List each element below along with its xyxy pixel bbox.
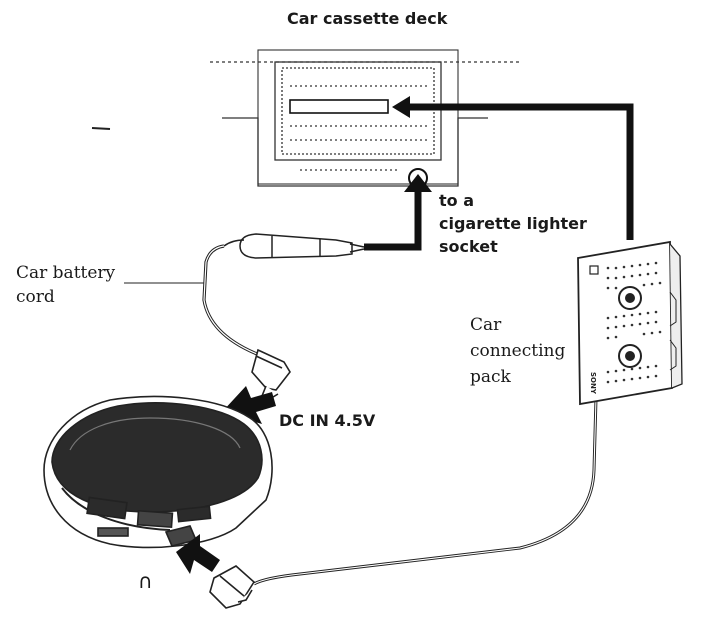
car-connecting-pack: SONY [577, 240, 683, 406]
lighter-label-line1: to a [439, 191, 475, 210]
pack-cable [402, 103, 634, 240]
cd-player [43, 395, 273, 549]
battery-cord-label-line2: cord [16, 287, 55, 307]
dc-in-label: DC IN 4.5V [279, 411, 376, 430]
deck-label: Car cassette deck [287, 9, 448, 28]
headphone-icon: ∩ [138, 569, 153, 593]
car-battery-cord [202, 244, 263, 358]
lighter-label-line3: socket [439, 237, 498, 256]
headphone-cable [253, 397, 598, 586]
lighter-cable [364, 192, 422, 251]
headphone-plug [209, 565, 256, 609]
cigarette-lighter-plug [223, 233, 365, 259]
battery-cord-label-line1: Car battery [16, 263, 116, 283]
car-cassette-deck [210, 49, 520, 187]
arrow-icon [392, 96, 410, 118]
arrow-icon [404, 174, 432, 192]
arrow-icon [176, 534, 220, 574]
pack-label-line3: pack [470, 367, 511, 387]
pack-brand: SONY [589, 372, 597, 395]
stray-mark [91, 127, 111, 130]
pack-label-line1: Car [470, 315, 502, 335]
lighter-label-line2: cigarette lighter [439, 214, 587, 233]
pack-label-line2: connecting [470, 341, 566, 361]
